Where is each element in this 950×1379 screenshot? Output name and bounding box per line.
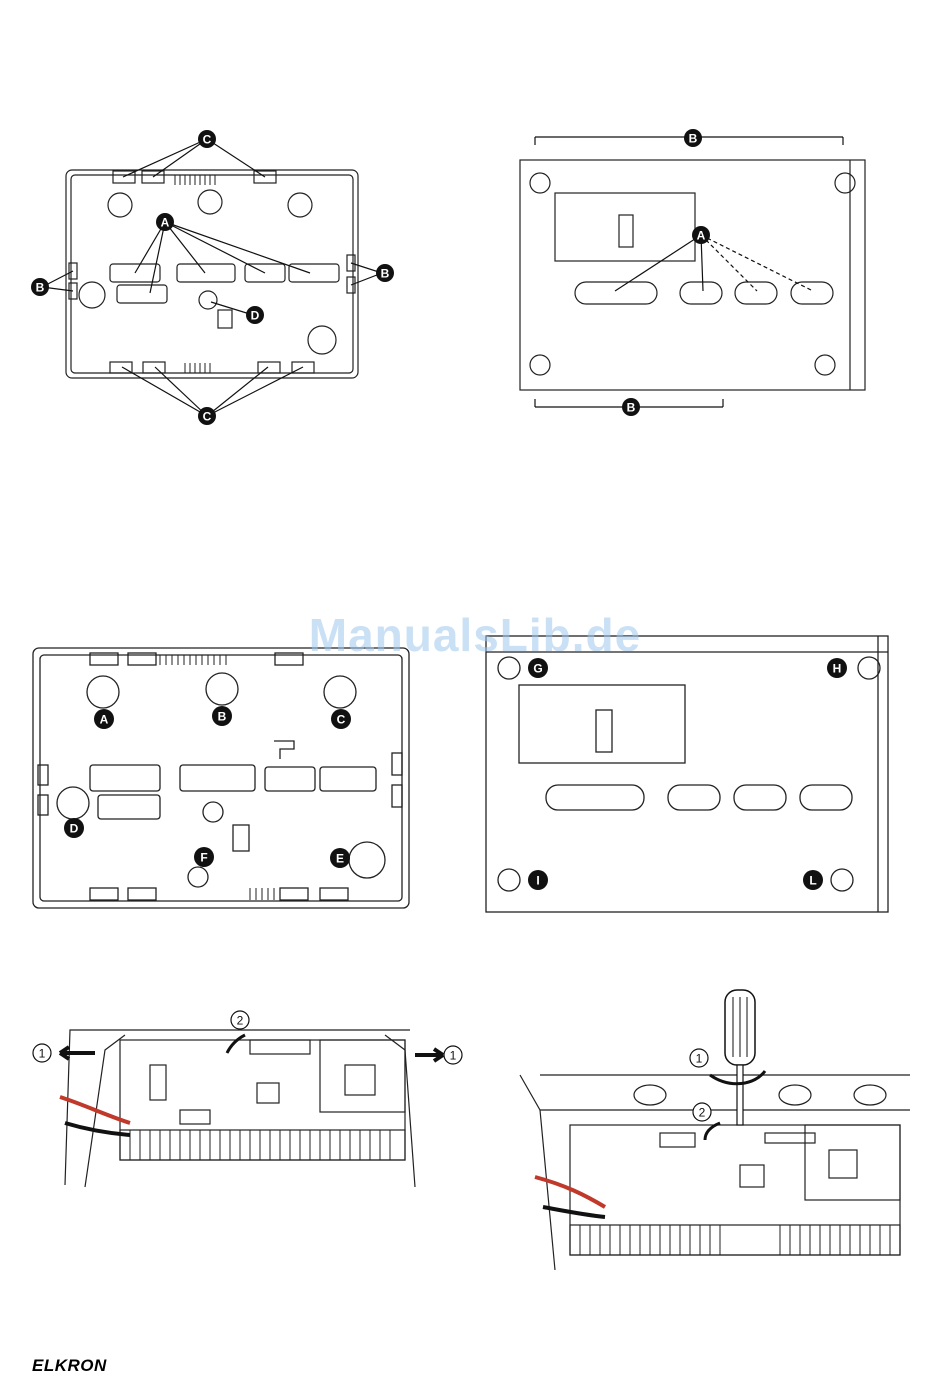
figure-board-removal: 1 1 2 xyxy=(25,1005,470,1190)
elkron-logo: ELKRON xyxy=(32,1356,107,1376)
figure-2-drawing: B B A xyxy=(515,125,875,425)
callout-b-bottom-text: B xyxy=(627,401,636,415)
callout-c-top-text: C xyxy=(203,133,212,147)
figure-6-drawing: 1 2 xyxy=(515,985,915,1275)
logo-text: ELKRON xyxy=(32,1356,107,1376)
figure-3-drawing: A B C D E F xyxy=(30,645,415,915)
callout-d-text: D xyxy=(251,309,260,323)
callout-a-text: A xyxy=(100,713,109,727)
callout-c-text: C xyxy=(337,713,346,727)
figure-5-drawing: 1 1 2 xyxy=(25,1005,470,1190)
callout-a-text: A xyxy=(161,216,170,230)
step-2-text: 2 xyxy=(237,1014,244,1028)
step-1-text: 1 xyxy=(696,1052,703,1066)
callout-b-left-text: B xyxy=(36,281,45,295)
arrow-right-icon xyxy=(415,1049,443,1061)
callout-e-text: E xyxy=(336,852,344,866)
callout-f-text: F xyxy=(200,851,207,865)
watermark: ManualsLib.de xyxy=(0,608,950,662)
figure-metal-box-holes: G H I L xyxy=(480,630,895,920)
callout-b-top-text: B xyxy=(689,132,698,146)
figure-enclosure-base-clips: C C A B B D xyxy=(25,125,405,425)
black-wire xyxy=(543,1207,605,1217)
callout-i-text: I xyxy=(536,874,539,888)
callout-l-text: L xyxy=(809,874,816,888)
callout-a-text: A xyxy=(697,229,706,243)
callout-g-text: G xyxy=(533,662,542,676)
callout-c-bottom-text: C xyxy=(203,410,212,424)
callout-d-text: D xyxy=(70,822,79,836)
arrow-left-icon xyxy=(60,1047,95,1059)
figure-4-drawing: G H I L xyxy=(480,630,895,920)
figure-base-mounting-holes: A B C D E F xyxy=(30,645,415,915)
step-2-text: 2 xyxy=(699,1106,706,1120)
screwdriver-icon xyxy=(725,990,755,1125)
figure-metal-box-knockouts: B B A xyxy=(515,125,875,425)
figure-1-drawing: C C A B B D xyxy=(25,125,405,425)
callout-h-text: H xyxy=(833,662,842,676)
step-1-left-text: 1 xyxy=(39,1047,46,1061)
step-1-right-text: 1 xyxy=(450,1049,457,1063)
callout-b-text: B xyxy=(218,710,227,724)
curved-arrow-icon xyxy=(227,1035,245,1053)
figure-screwdriver-fixing: 1 2 xyxy=(515,985,915,1275)
callout-b-right-text: B xyxy=(381,267,390,281)
